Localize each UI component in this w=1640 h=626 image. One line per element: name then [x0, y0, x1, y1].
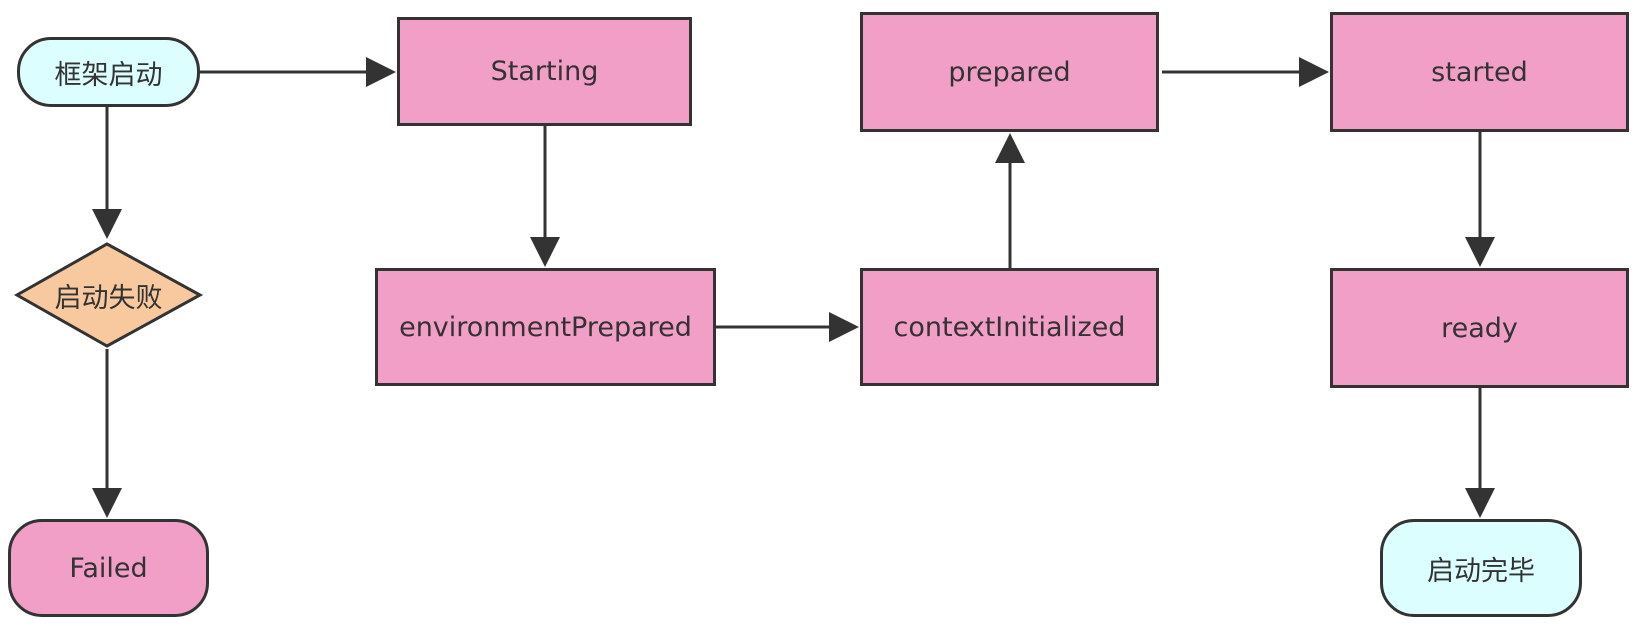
failed-node: Failed: [8, 519, 209, 617]
failed-label: Failed: [69, 552, 148, 584]
startup-complete-node: 启动完毕: [1380, 519, 1582, 617]
started-label: started: [1431, 56, 1528, 88]
environment-prepared-node: environmentPrepared: [375, 268, 716, 386]
framework-start-label: 框架启动: [54, 59, 163, 91]
startup-failed-node: 启动失败: [17, 244, 200, 346]
starting-label: Starting: [490, 56, 599, 87]
ready-node: ready: [1330, 268, 1629, 388]
ready-label: ready: [1441, 312, 1518, 344]
starting-node: Starting: [397, 17, 692, 126]
prepared-node: prepared: [860, 12, 1159, 132]
startup-failed-diamond: [13, 242, 204, 348]
environment-prepared-label: environmentPrepared: [399, 311, 692, 343]
started-node: started: [1330, 12, 1629, 132]
framework-start-node: 框架启动: [17, 37, 200, 107]
prepared-label: prepared: [948, 56, 1071, 88]
context-initialized-node: contextInitialized: [860, 268, 1159, 386]
context-initialized-label: contextInitialized: [893, 311, 1126, 343]
startup-failed-label: 启动失败: [54, 282, 163, 314]
startup-complete-label: 启动完毕: [1427, 555, 1535, 587]
